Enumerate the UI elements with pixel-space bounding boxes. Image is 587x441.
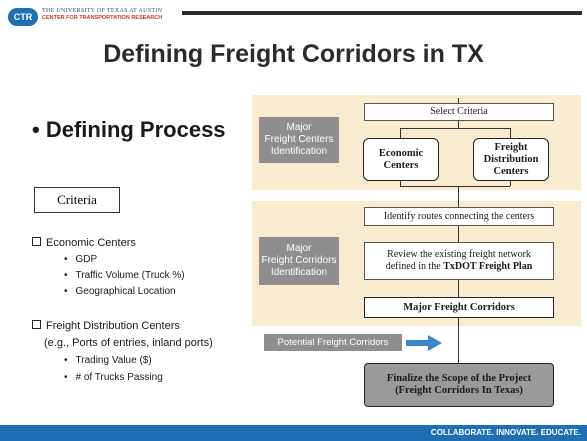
bullet-heading-text: Defining Process <box>45 117 226 142</box>
review-line: Review the existing freight network <box>387 249 531 260</box>
criterion-example: (e.g., Ports of entries, inland ports) <box>44 337 213 349</box>
connector <box>510 128 511 138</box>
checkbox-square <box>32 237 41 246</box>
connector <box>458 225 459 242</box>
major-freight-corridors-box: Major Freight Corridors <box>364 297 554 318</box>
criterion-freight-distribution-centers: Freight Distribution Centers <box>32 320 180 332</box>
bullet-heading: • Defining Process <box>32 117 226 142</box>
connector <box>458 318 459 363</box>
finalize-scope-box: Finalize the Scope of the Project(Freigh… <box>364 363 554 407</box>
stage2-label-line: Major <box>286 243 312 254</box>
finalize-line: Finalize the Scope of the Project <box>386 373 532 384</box>
sub-criterion: GDP <box>64 254 98 265</box>
txdot-freight-plan: TxDOT Freight Plan <box>443 261 533 272</box>
stage1-label-line: Major <box>286 122 312 133</box>
connector <box>458 280 459 297</box>
stage2-label-line: Freight Corridors <box>261 255 337 266</box>
fdc-line: Freight <box>494 141 528 153</box>
fdc-line: Centers <box>493 165 529 177</box>
university-name: THE UNIVERSITY OF TEXAS AT AUSTIN <box>42 8 163 14</box>
sub-criterion: Trading Value ($) <box>64 355 152 366</box>
connector <box>400 180 401 186</box>
footer-tagline: COLLABORATE. INNOVATE. EDUCATE. <box>430 428 581 437</box>
checkbox-square <box>32 320 41 329</box>
connector <box>458 120 459 128</box>
right-arrow-icon <box>406 335 442 351</box>
economic-centers-line: Economic <box>378 147 424 159</box>
stage2-label-line: Identification <box>270 267 328 278</box>
connector <box>458 186 459 207</box>
connector <box>458 98 459 103</box>
fdc-line: Distribution <box>483 153 539 165</box>
select-criteria-box: Select Criteria <box>364 103 554 121</box>
footer-bar <box>0 425 587 441</box>
connector <box>510 180 511 186</box>
header-rule <box>182 11 582 15</box>
slide-title: Defining Freight Corridors in TX <box>103 40 484 68</box>
stage1-label-line: Freight Centers <box>264 134 334 145</box>
sub-criterion: # of Trucks Passing <box>64 372 163 383</box>
criterion-label: Economic Centers <box>46 237 136 249</box>
connector <box>400 128 510 129</box>
stage1-label-line: Identification <box>270 146 328 157</box>
review-line-prefix: defined in the <box>385 261 444 272</box>
connector <box>400 186 510 187</box>
identify-routes-box: Identify routes connecting the centers <box>364 207 554 226</box>
criteria-box: Criteria <box>34 187 120 213</box>
criterion-label: Freight Distribution Centers <box>46 320 180 332</box>
sub-criterion: Traffic Volume (Truck %) <box>64 270 185 281</box>
finalize-line: (Freight Corridors In Texas) <box>395 385 523 396</box>
connector <box>400 128 401 138</box>
sub-criterion: Geographical Location <box>64 286 176 297</box>
criterion-economic-centers: Economic Centers <box>32 237 136 249</box>
economic-centers-line: Centers <box>383 159 419 171</box>
potential-freight-corridors-box: Potential Freight Corridors <box>264 334 402 351</box>
ctr-logo: CTR <box>8 8 38 26</box>
center-name: CENTER FOR TRANSPORTATION RESEARCH <box>42 15 163 21</box>
